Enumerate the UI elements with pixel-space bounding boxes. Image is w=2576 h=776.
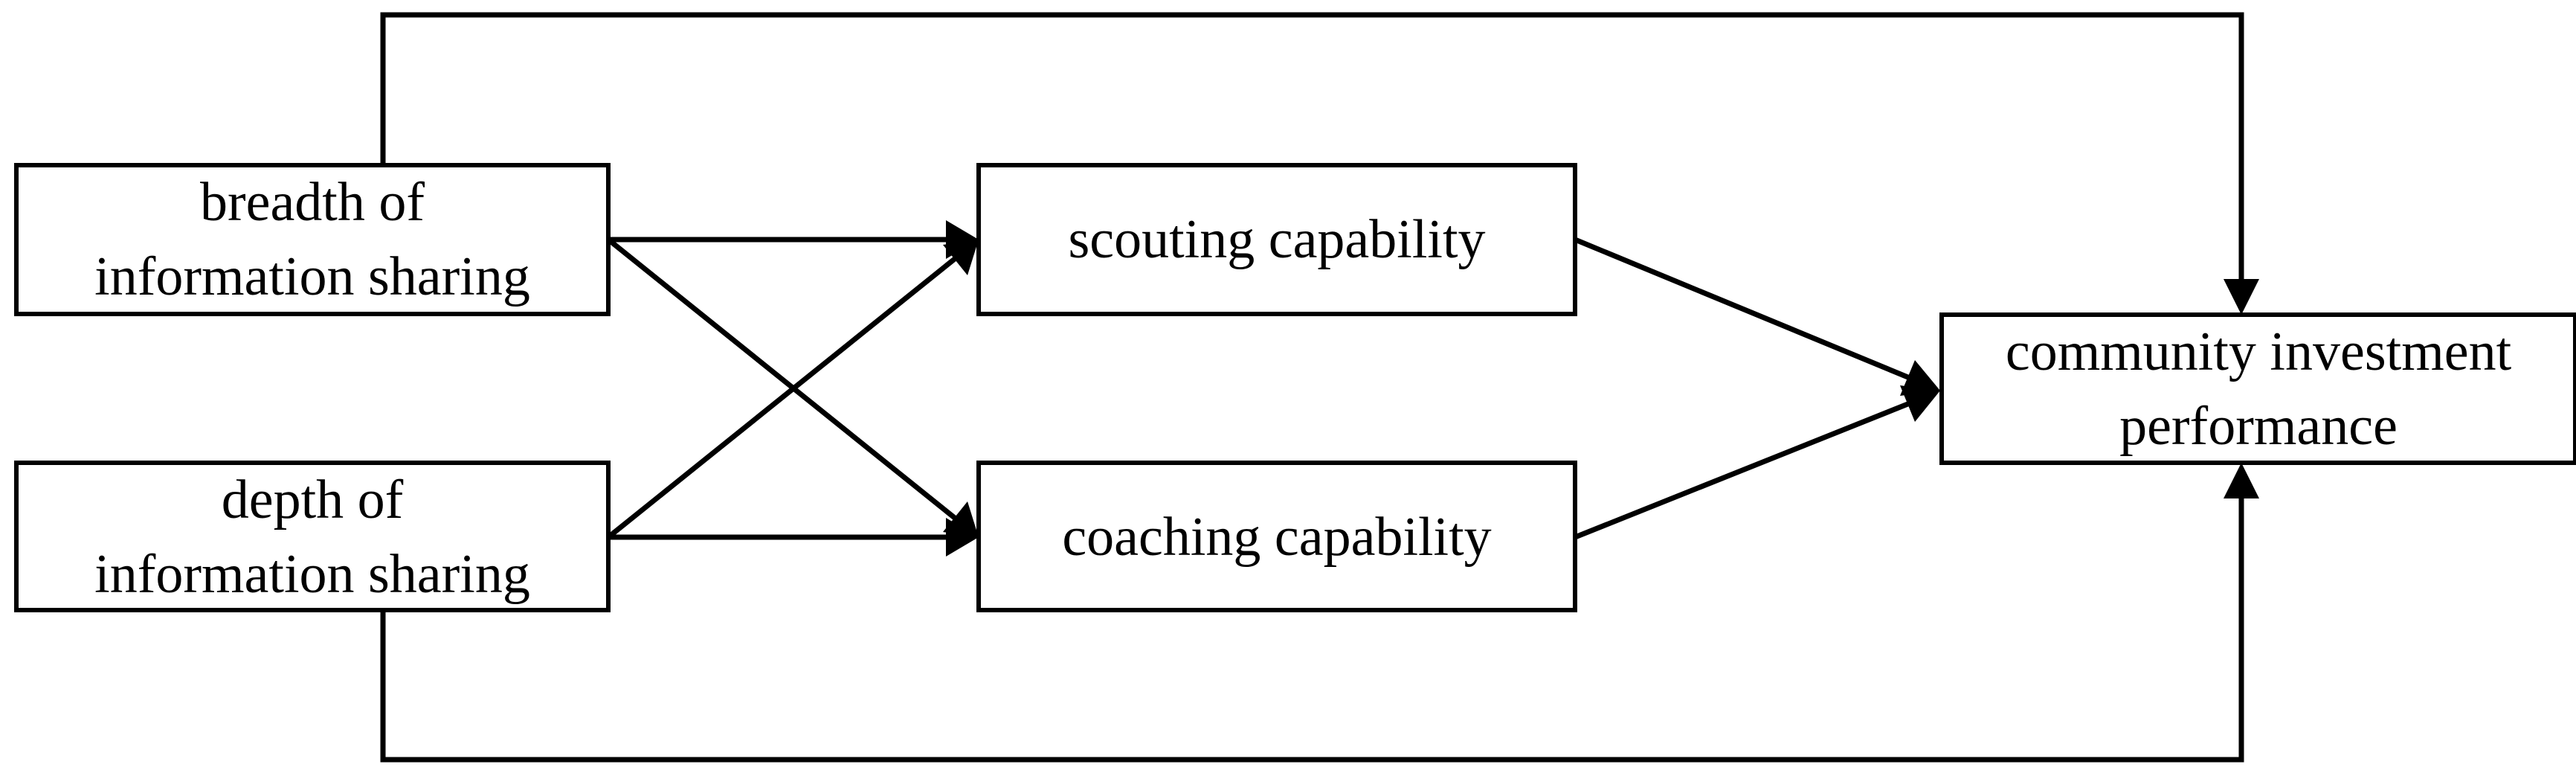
edge-breadth-to-scouting	[608, 220, 979, 259]
node-depth-of-information-sharing: depth of information sharing	[14, 461, 611, 612]
arrowhead-diagonal	[1900, 385, 1940, 422]
edge-depth-to-coaching	[608, 518, 979, 557]
node-label-line: scouting capability	[1068, 209, 1485, 270]
node-breadth-of-information-sharing: breadth of information sharing	[14, 163, 611, 316]
node-label-line: information sharing	[94, 246, 530, 307]
edge-scouting-to-performance	[1574, 237, 1940, 396]
node-community-investment-performance: community investment performance	[1939, 312, 2576, 465]
node-label-line: coaching capability	[1062, 507, 1491, 568]
node-box	[976, 163, 1577, 316]
edge-breadth-to-performance	[380, 12, 2259, 315]
node-box	[14, 163, 611, 316]
arrowhead-down	[2224, 279, 2259, 315]
edge-depth-to-performance	[380, 463, 2259, 763]
node-box	[1939, 312, 2576, 465]
edges	[380, 12, 2259, 763]
arrowhead-up	[2224, 463, 2259, 498]
node-coaching-capability: coaching capability	[976, 461, 1577, 612]
edge-breadth-to-coaching	[606, 237, 979, 537]
edge-coaching-to-performance	[1574, 385, 1940, 540]
node-box	[976, 461, 1577, 612]
arrowhead-diagonal	[943, 240, 979, 275]
node-box	[14, 461, 611, 612]
node-label-line: information sharing	[94, 544, 530, 605]
edge-depth-to-scouting	[606, 240, 979, 539]
node-label-line: community investment	[2006, 321, 2512, 382]
node-label-line: depth of	[222, 469, 404, 530]
node-label-line: breadth of	[200, 172, 425, 233]
node-scouting-capability: scouting capability	[976, 163, 1577, 316]
arrowhead-diagonal	[943, 501, 979, 537]
node-label-line: performance	[2119, 396, 2398, 457]
